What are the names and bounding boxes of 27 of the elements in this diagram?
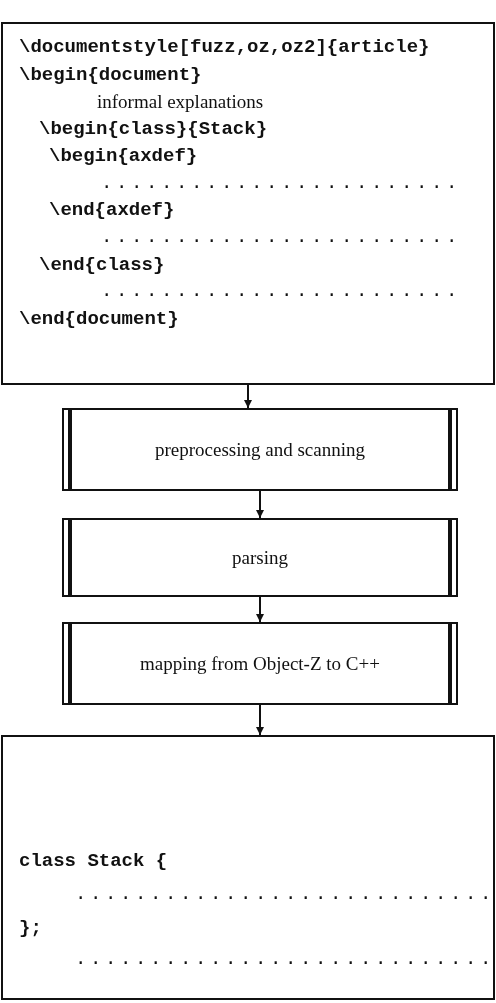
- fill-in-line: ........................: [101, 280, 462, 302]
- fill-in-line: ........................: [101, 172, 462, 194]
- arrow: [256, 490, 264, 519]
- arrow: [244, 384, 252, 409]
- code-line: class Stack {: [19, 850, 168, 872]
- code-line: \begin{document}: [19, 64, 202, 86]
- code-line: \begin{axdef}: [49, 145, 198, 167]
- arrow: [256, 704, 264, 736]
- code-line: \end{document}: [19, 308, 179, 330]
- code-line: \end{axdef}: [49, 199, 175, 221]
- code-line: \end{class}: [39, 254, 165, 276]
- fill-in-line: ........................: [101, 226, 462, 248]
- fill-in-line: ............................: [75, 948, 496, 970]
- process-label: preprocessing and scanning: [154, 438, 366, 461]
- code-line: \documentstyle[fuzz,oz,oz2]{article}: [19, 36, 430, 58]
- code-listing-box: [1, 22, 495, 385]
- code-listing-box: [1, 735, 495, 1000]
- process-box: [62, 622, 458, 705]
- process-label: parsing: [231, 546, 289, 569]
- comment-text: informal explanations: [97, 91, 264, 113]
- process-box: [62, 408, 458, 491]
- process-label: mapping from Object-Z to C++: [139, 652, 381, 675]
- code-line: };: [19, 917, 42, 939]
- process-box: [62, 518, 458, 597]
- arrow: [256, 596, 264, 623]
- code-line: \begin{class}{Stack}: [39, 118, 268, 140]
- fill-in-line: ............................: [75, 883, 496, 905]
